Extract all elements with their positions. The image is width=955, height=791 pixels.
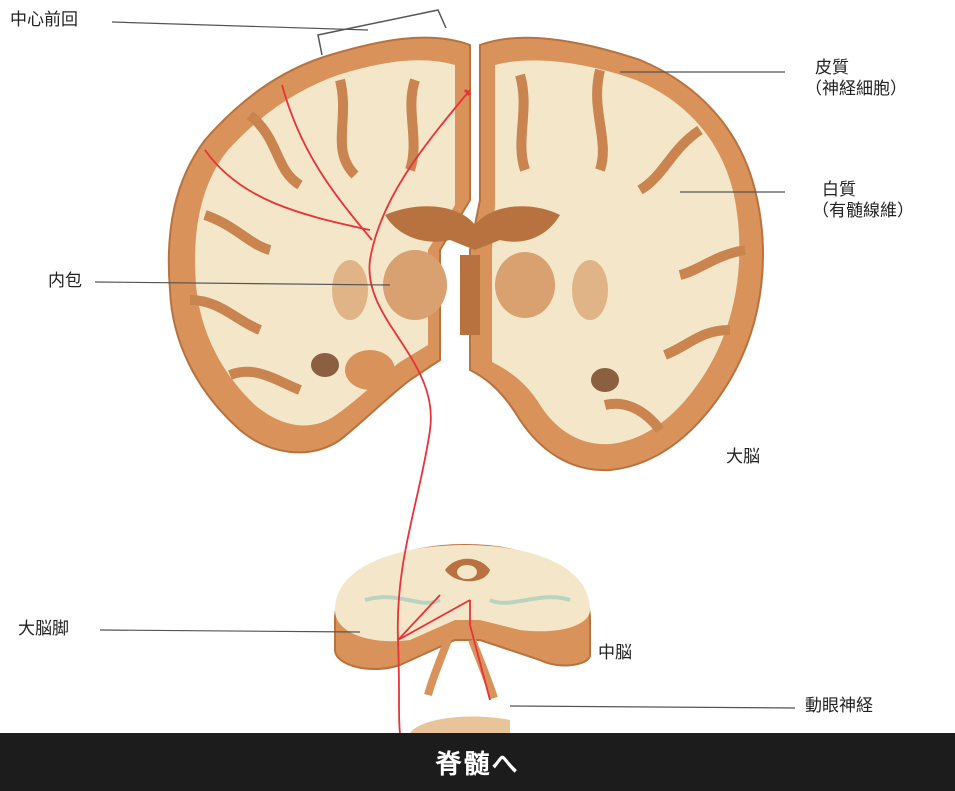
- label-white-matter-main: 白質: [812, 180, 914, 201]
- label-cortex: 皮質 （神経細胞）: [805, 58, 907, 101]
- right-hemisphere: [470, 38, 763, 470]
- midbrain-section: [335, 545, 590, 698]
- label-precentral-gyrus: 中心前回: [10, 10, 78, 31]
- footer-bar: 脊髄へ: [0, 733, 955, 791]
- label-white-matter-sub: （有髄線維）: [812, 201, 914, 222]
- label-oculomotor-nerve: 動眼神経: [805, 696, 873, 717]
- footer-text: 脊髄へ: [435, 744, 519, 781]
- lower-section: [410, 716, 510, 733]
- label-cortex-sub: （神経細胞）: [805, 79, 907, 100]
- label-white-matter: 白質 （有髄線維）: [812, 180, 914, 223]
- label-cerebrum: 大脳: [726, 447, 760, 468]
- label-cortex-main: 皮質: [805, 58, 907, 79]
- label-midbrain: 中脳: [598, 643, 632, 664]
- label-internal-capsule: 内包: [48, 271, 82, 292]
- label-cerebral-peduncle: 大脳脚: [18, 619, 69, 640]
- left-hemisphere: [169, 38, 470, 453]
